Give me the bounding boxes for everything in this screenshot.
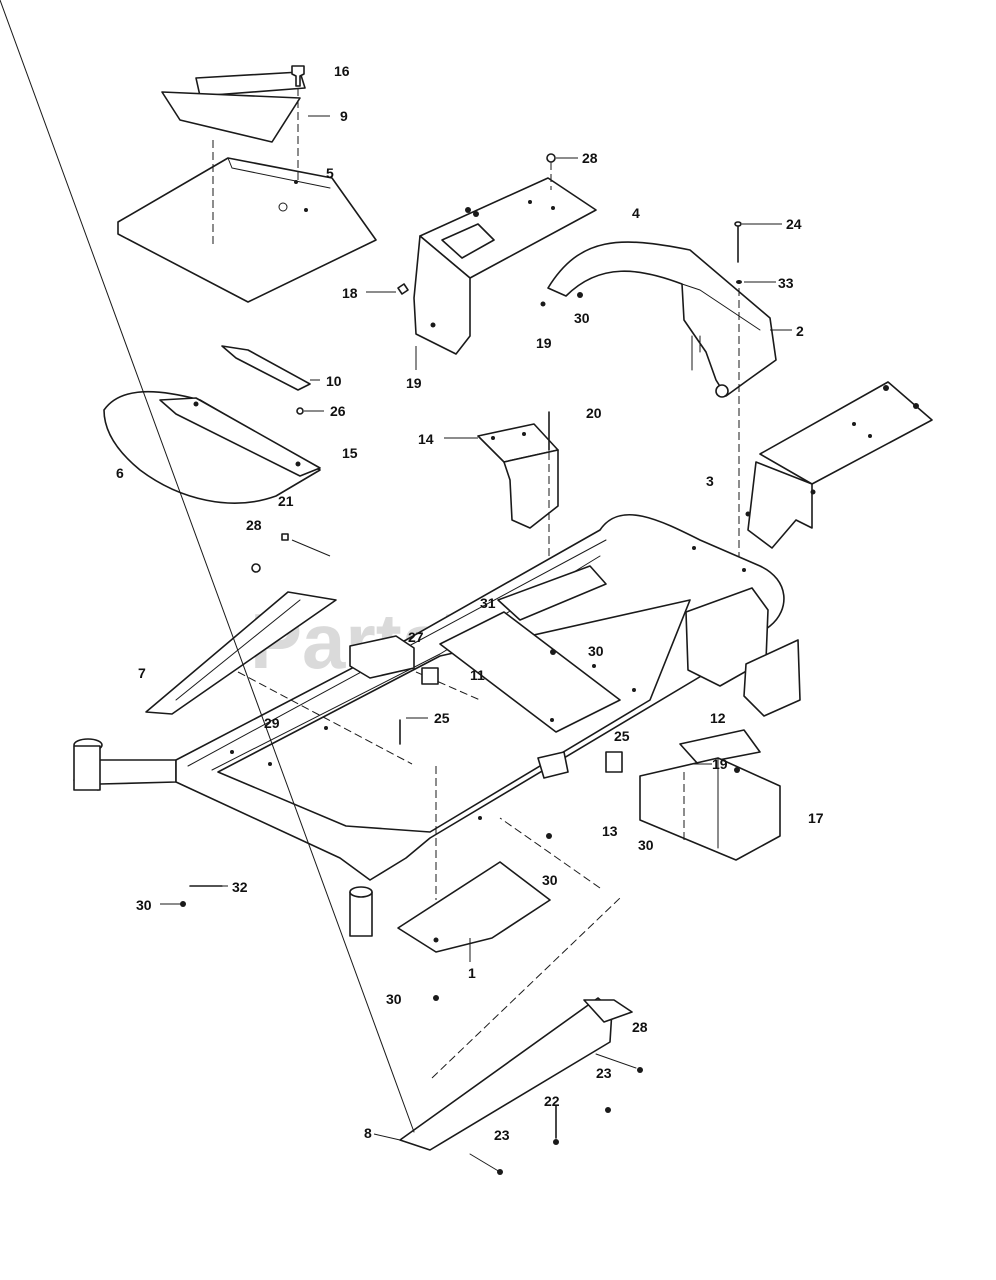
callout-28: 28 xyxy=(632,1019,648,1035)
callout-7: 7 xyxy=(138,665,146,681)
callout-6: 6 xyxy=(116,465,124,481)
part-6-cover[interactable] xyxy=(103,390,321,504)
callout-4: 4 xyxy=(632,205,640,221)
part-8-lower-rail[interactable] xyxy=(0,0,643,1175)
part-28-bolt-left[interactable] xyxy=(251,563,261,573)
part-16-knob[interactable] xyxy=(291,65,305,87)
part-28-bolt-top[interactable] xyxy=(546,153,556,190)
part-24-pin[interactable] xyxy=(734,221,742,263)
callout-2: 2 xyxy=(796,323,804,339)
callout-28: 28 xyxy=(582,150,598,166)
part-27-bracket[interactable] xyxy=(349,635,415,679)
callout-25: 25 xyxy=(614,728,630,744)
callout-12: 12 xyxy=(710,710,726,726)
callout-22: 22 xyxy=(544,1093,560,1109)
callout-1: 1 xyxy=(468,965,476,981)
callout-30: 30 xyxy=(588,643,604,659)
callout-10: 10 xyxy=(326,373,342,389)
callout-18: 18 xyxy=(342,285,358,301)
part-31-bracket[interactable] xyxy=(497,565,607,621)
part-21-bolt[interactable] xyxy=(281,533,289,541)
callout-28: 28 xyxy=(246,517,262,533)
part-9-seat-pad[interactable] xyxy=(161,71,306,143)
callout-labels: 16 9 5 28 4 24 33 18 30 2 19 19 10 26 15… xyxy=(116,63,824,1143)
part-3-right-panel[interactable] xyxy=(745,381,933,549)
part-30-nut-left[interactable] xyxy=(180,901,186,907)
part-17-battery-box[interactable] xyxy=(639,757,781,861)
callout-16: 16 xyxy=(334,63,350,79)
callout-19: 19 xyxy=(712,756,728,772)
part-1-plate[interactable] xyxy=(397,861,551,1001)
part-33-washer[interactable] xyxy=(736,280,742,600)
part-18-fastener[interactable] xyxy=(397,283,409,295)
callout-8: 8 xyxy=(364,1125,372,1141)
callout-20: 20 xyxy=(586,405,602,421)
callout-30: 30 xyxy=(386,991,402,1007)
callout-30: 30 xyxy=(638,837,654,853)
callout-14: 14 xyxy=(418,431,434,447)
callout-17: 17 xyxy=(808,810,824,826)
callout-11: 11 xyxy=(470,667,485,683)
part-23-spacer-b[interactable] xyxy=(469,1153,501,1173)
callout-9: 9 xyxy=(340,108,348,124)
leader-lines xyxy=(160,115,792,1141)
callout-30: 30 xyxy=(136,897,152,913)
callout-23: 23 xyxy=(494,1127,510,1143)
callout-27: 27 xyxy=(408,629,424,645)
part-13-bracket[interactable] xyxy=(537,751,569,839)
part-4-console-panel[interactable] xyxy=(413,177,597,355)
part-5-floor-pan[interactable] xyxy=(117,88,377,303)
callout-23: 23 xyxy=(596,1065,612,1081)
callout-15: 15 xyxy=(342,445,358,461)
callout-24: 24 xyxy=(786,216,802,232)
callout-26: 26 xyxy=(330,403,346,419)
main-frame[interactable] xyxy=(73,514,801,937)
callout-32: 32 xyxy=(232,879,248,895)
part-10-strip[interactable] xyxy=(221,345,311,391)
part-2-fender[interactable] xyxy=(540,241,777,398)
callout-19: 19 xyxy=(536,335,552,351)
callout-30: 30 xyxy=(542,872,558,888)
callout-25: 25 xyxy=(434,710,450,726)
callout-5: 5 xyxy=(326,165,334,181)
part-12-tray[interactable] xyxy=(679,729,761,765)
callout-3: 3 xyxy=(706,473,714,489)
callout-29: 29 xyxy=(264,715,280,731)
callout-31: 31 xyxy=(480,595,496,611)
callout-19: 19 xyxy=(406,375,422,391)
callout-21: 21 xyxy=(278,493,294,509)
part-11-mount[interactable] xyxy=(421,667,439,685)
part-15-plate[interactable] xyxy=(159,397,321,477)
part-14-bracket[interactable] xyxy=(477,423,559,529)
part-25-bolt-b[interactable] xyxy=(605,751,623,773)
callout-30: 30 xyxy=(574,310,590,326)
part-23-spacer-a[interactable] xyxy=(595,1053,637,1069)
callout-33: 33 xyxy=(778,275,794,291)
callout-13: 13 xyxy=(602,823,618,839)
part-26-screw[interactable] xyxy=(296,407,304,415)
